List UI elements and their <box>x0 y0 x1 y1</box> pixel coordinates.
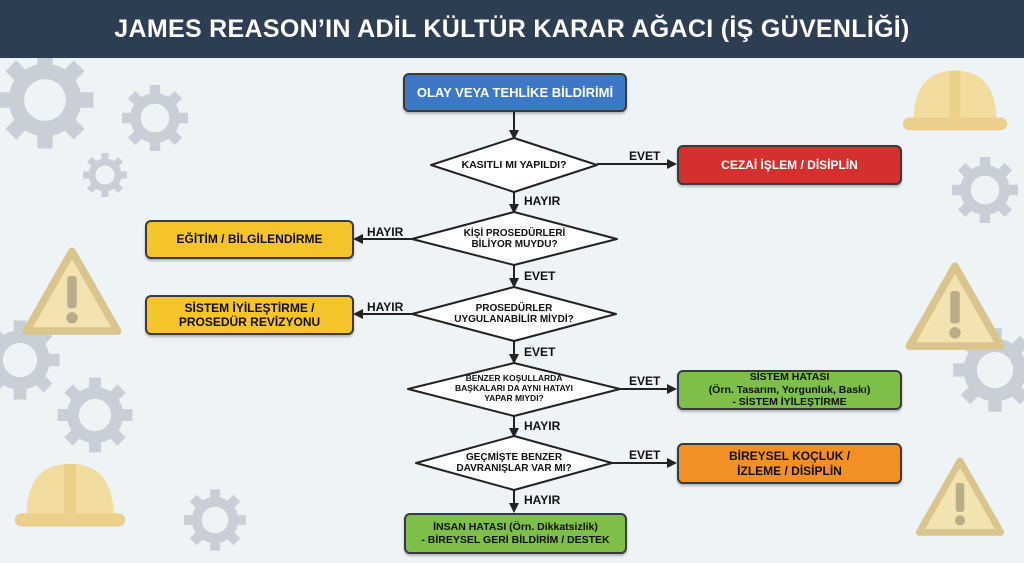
question-past-behavior: GEÇMİŞTE BENZER DAVRANIŞLAR VAR MI? <box>456 451 572 475</box>
question-procedures-applicable: PROSEDÜRLER UYGULANABİLİR MİYDİ? <box>454 302 574 326</box>
decision-diamond-q1 <box>430 137 598 193</box>
edge-label-q4-no: HAYIR <box>524 419 561 433</box>
decision-diamond-q2 <box>411 211 618 266</box>
edge-label-q1-no: HAYIR <box>524 194 561 208</box>
edge-label-q2-no: HAYIR <box>367 225 404 239</box>
outcome-individual-coaching: BİREYSEL KOÇLUK / İZLEME / DİSİPLİN <box>677 443 902 484</box>
edge-label-q4-yes: EVET <box>629 374 661 388</box>
flowchart-lines <box>353 112 677 513</box>
edge-label-q1-yes: EVET <box>629 149 661 163</box>
question-substitution-test: BENZER KOŞULLARDA BAŞKALARI DA AYNI HATA… <box>455 373 573 403</box>
outcome-punishment: CEZAİ İŞLEM / DİSİPLİN <box>677 145 902 185</box>
outcome-system-error: SİSTEM HATASI (Örn. Tasarım, Yorgunluk, … <box>677 370 902 410</box>
page-title: JAMES REASON’IN ADİL KÜLTÜR KARAR AĞACI … <box>0 0 1024 58</box>
decision-diamond-q4 <box>407 362 621 417</box>
start-node: OLAY VEYA TEHLİKE BİLDİRİMİ <box>403 73 627 112</box>
edge-label-q2-yes: EVET <box>524 269 556 283</box>
edge-label-q3-no: HAYIR <box>367 300 404 314</box>
edge-label-q3-yes: EVET <box>524 345 556 359</box>
edge-label-q5-yes: EVET <box>629 448 661 462</box>
outcome-training: EĞİTİM / BİLGİLENDİRME <box>145 220 354 259</box>
outcome-system-improvement: SİSTEM İYİLEŞTİRME / PROSEDÜR REVİZYONU <box>145 295 354 335</box>
decision-diamond-q3 <box>411 286 617 342</box>
edge-label-q5-no: HAYIR <box>524 493 561 507</box>
decision-diamond-q5 <box>415 435 613 491</box>
outcome-human-error: İNSAN HATASI (Örn. Dikkatsizlik) - BİREY… <box>404 513 627 554</box>
question-intentional: KASITLI MI YAPILDI? <box>461 158 567 171</box>
question-knew-procedures: KİŞİ PROSEDÜRLERİ BİLİYOR MUYDU? <box>463 227 566 251</box>
